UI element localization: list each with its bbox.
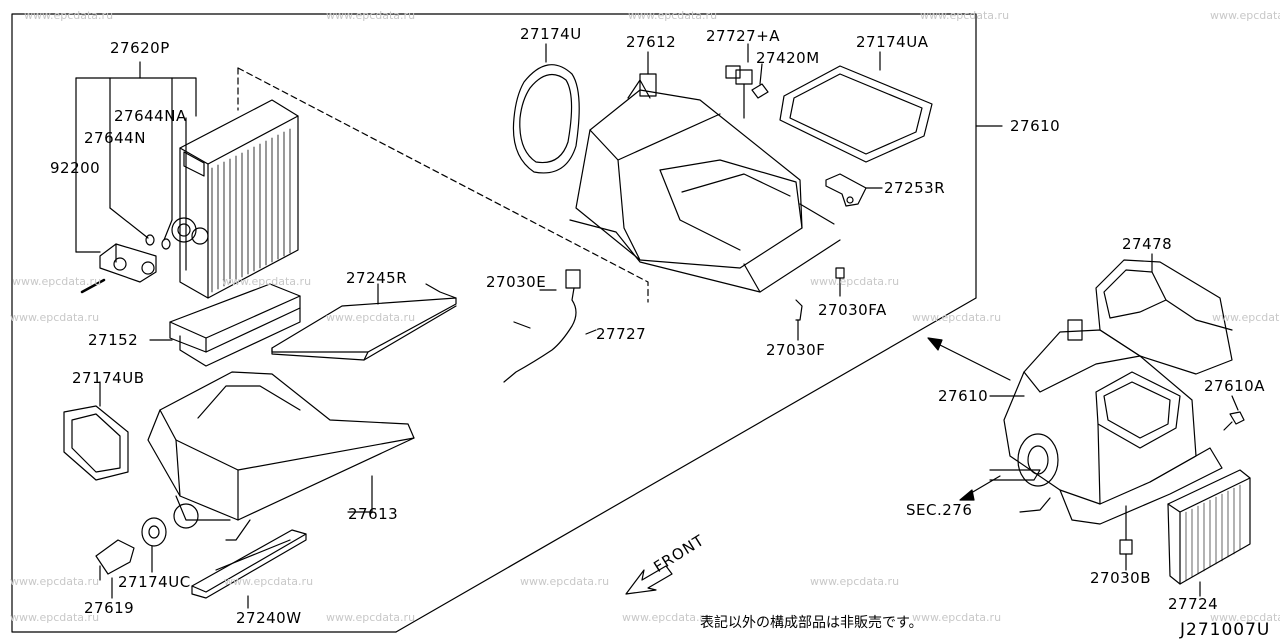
part-label-27240W: 27240W — [236, 609, 302, 627]
air-filter — [271, 283, 457, 361]
heater-unit-assembly — [1003, 319, 1223, 525]
leader-27620P — [75, 61, 197, 253]
part-label-27610-top: 27610 — [1010, 117, 1061, 135]
clip-27420M — [751, 83, 769, 99]
watermark: www.epcdata.ru — [326, 9, 416, 22]
upper-case — [569, 73, 841, 293]
foot-duct — [191, 529, 307, 599]
expansion-valve — [80, 243, 157, 294]
part-label-27612: 27612 — [626, 33, 677, 51]
part-label-27644NA: 27644NA — [114, 107, 187, 125]
assembly-dashed-line — [237, 67, 649, 303]
o-ring-27644NA — [161, 238, 171, 250]
resistor — [95, 539, 135, 581]
screw-27610A — [1223, 411, 1245, 431]
clip-27030B — [1119, 505, 1133, 555]
part-label-27174UB: 27174UB — [72, 369, 145, 387]
watermark: www.epcdata.ru — [10, 575, 100, 588]
watermark: www.epcdata.ru — [24, 9, 114, 22]
part-label-27610-right: 27610 — [938, 387, 989, 405]
cabin-filter-27724 — [1167, 469, 1251, 585]
part-label-27619: 27619 — [84, 599, 135, 617]
bracket-27253R — [825, 173, 867, 207]
filter-frame — [169, 283, 301, 367]
watermark: www.epcdata.ru — [920, 9, 1010, 22]
motor-disc — [141, 517, 167, 547]
part-label-27174UA: 27174UA — [856, 33, 929, 51]
watermark: www.epcdata.ru — [622, 611, 712, 624]
front-arrow — [625, 565, 673, 595]
o-ring-27644N — [145, 234, 155, 246]
seal-27174UB — [63, 405, 129, 481]
part-label-sec276: SEC.276 — [906, 501, 973, 519]
diagram-code: J271007U — [1180, 620, 1271, 640]
part-label-27613: 27613 — [348, 505, 399, 523]
part-label-27727: 27727 — [596, 325, 647, 343]
watermark: www.epcdata.ru — [10, 311, 100, 324]
watermark: www.epcdata.ru — [326, 311, 416, 324]
seal-27174UA — [779, 65, 933, 163]
part-label-27174U: 27174U — [520, 25, 582, 43]
sensor-27727A — [725, 65, 753, 119]
assembly-arrow — [927, 337, 1011, 381]
watermark: www.epcdata.ru — [326, 611, 416, 624]
part-label-27245R: 27245R — [346, 269, 408, 287]
footnote: 表記以外の構成部品は非販売です。 — [700, 615, 923, 631]
watermark: www.epcdata.ru — [810, 575, 900, 588]
watermark: www.epcdata.ru — [222, 275, 312, 288]
part-label-27724: 27724 — [1168, 595, 1219, 613]
part-label-27030E: 27030E — [486, 273, 547, 291]
watermark: www.epcdata.ru — [628, 9, 718, 22]
seal-27174U — [512, 64, 580, 174]
part-label-27030F: 27030F — [766, 341, 826, 359]
part-label-27030FA: 27030FA — [818, 301, 887, 319]
watermark: www.epcdata.ru — [12, 275, 102, 288]
watermark: www.epcdata.ru — [520, 575, 610, 588]
watermark: www.epcdata.ru — [912, 311, 1002, 324]
clip-27030F — [795, 299, 803, 321]
watermark: www.epcdata.ru — [10, 611, 100, 624]
part-label-27420M: 27420M — [756, 49, 820, 67]
watermark: www.epcdata.ru — [224, 575, 314, 588]
watermark: www.epcdata.ru — [1210, 611, 1280, 624]
part-label-27253R: 27253R — [884, 179, 946, 197]
part-label-27174UC: 27174UC — [118, 573, 191, 591]
part-label-27478: 27478 — [1122, 235, 1173, 253]
part-label-92200: 92200 — [50, 159, 101, 177]
lower-case — [147, 371, 415, 541]
part-label-27610A: 27610A — [1204, 377, 1265, 395]
sec276-arrow — [959, 469, 1041, 501]
part-label-27644N: 27644N — [84, 129, 146, 147]
watermark: www.epcdata.ru — [912, 611, 1002, 624]
watermark: www.epcdata.ru — [1210, 9, 1280, 22]
part-label-27727A: 27727+A — [706, 27, 781, 45]
wiring-harness-27727 — [503, 269, 581, 383]
evaporator — [171, 99, 299, 299]
part-label-27152: 27152 — [88, 331, 139, 349]
part-label-27620P: 27620P — [110, 39, 170, 57]
frame — [11, 13, 977, 633]
part-label-27030B: 27030B — [1090, 569, 1152, 587]
watermark: www.epcdata.ru — [810, 275, 900, 288]
watermark: www.epcdata.ru — [1212, 311, 1280, 324]
